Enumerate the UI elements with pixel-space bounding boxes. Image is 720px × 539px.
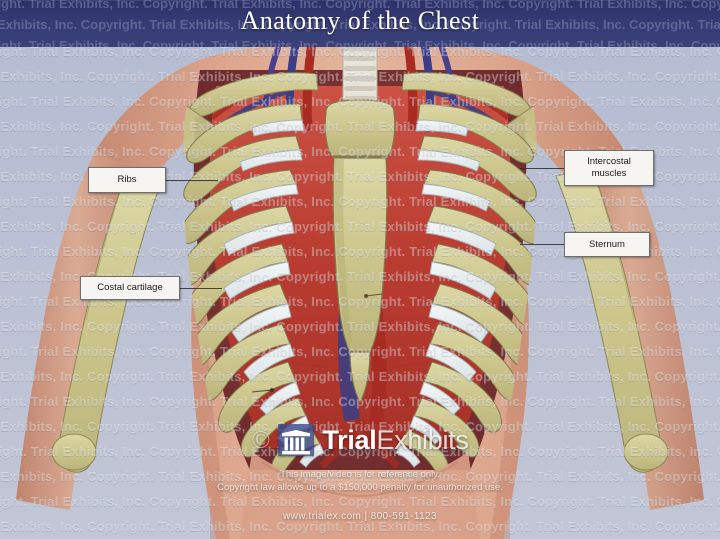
contact-info: www.trialex.com | 800-591-1123 [283, 511, 437, 522]
leader-sternum [520, 244, 564, 245]
brand-name-light: Exhibits [376, 424, 469, 455]
page-title: Anatomy of the Chest [240, 6, 480, 35]
disclaimer-line-1: This image/video is for reference only. [280, 469, 440, 480]
copyright-icon: © [251, 426, 271, 454]
label-ribs[interactable]: Ribs [88, 167, 166, 193]
sternum [324, 99, 396, 404]
label-sternum[interactable]: Sternum [564, 232, 650, 257]
brand-wordmark: TrialExhibits [322, 424, 469, 455]
banner-watermark-row: Copyright. Trial Exhibits, Inc. Copyrigh… [0, 38, 720, 53]
thoracic-cavity [182, 42, 538, 539]
banner-watermark-row: Copyright. Trial Exhibits, Inc. Copyrigh… [0, 0, 720, 11]
label-costal-cartilage[interactable]: Costal cartilage [80, 276, 180, 300]
banner-watermark-row: Copyright. Trial Exhibits, Inc. Copyrigh… [0, 17, 720, 32]
courthouse-columns-icon [278, 424, 315, 456]
title-banner: Anatomy of the Chest Copyright. Trial Ex… [0, 0, 720, 53]
disclaimer-line-2: Copyright law allows up to a $150,000 pe… [217, 482, 503, 493]
leader-ribs [166, 180, 218, 181]
leader-cartilage [180, 288, 222, 289]
trialexhibits-logo: © TrialExhibits [0, 424, 720, 456]
leader-intercostal [520, 168, 564, 169]
brand-name-bold: Trial [322, 424, 377, 455]
